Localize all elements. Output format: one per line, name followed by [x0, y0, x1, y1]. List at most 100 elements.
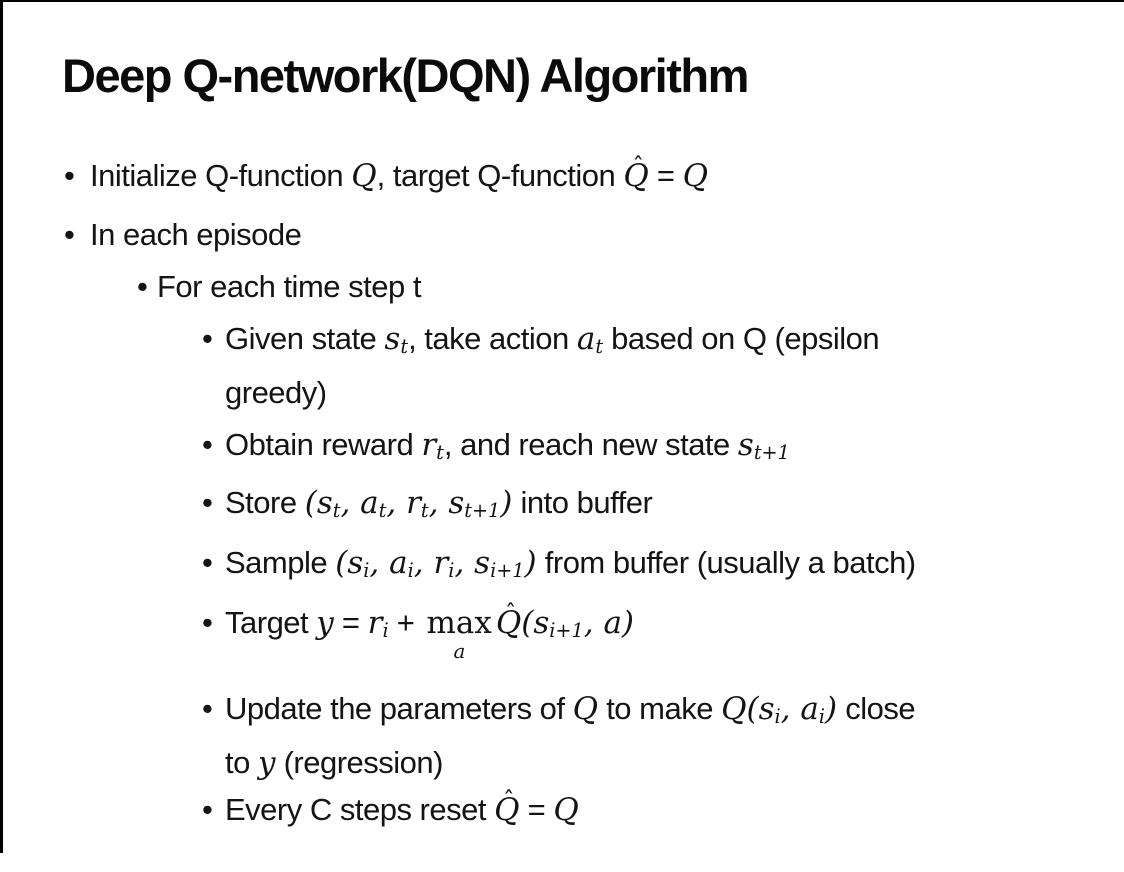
bullet-list: •Initialize Q-function Q, target Q-funct… [64, 153, 1108, 839]
math-text: t [436, 441, 444, 465]
plain-text: In each episode [90, 217, 302, 252]
bullet-text: Sample (si, ai, ri, si+1) from buffer (u… [225, 540, 916, 594]
math-text: r [367, 604, 383, 641]
plain-text: Update the parameters of [225, 690, 573, 726]
plain-text: to make [598, 690, 722, 726]
plain-text: (regression) [275, 744, 444, 780]
math-text: i [382, 619, 389, 643]
slide-title: Deep Q-network(DQN) Algorithm [62, 49, 749, 102]
math-text: Q [553, 791, 579, 828]
math-text: t [378, 499, 387, 523]
math-text: r [421, 427, 437, 464]
plain-text: Initialize Q-function [90, 158, 352, 193]
bullet-item: •Store (st, at, rt, st+1) into buffer [202, 480, 1108, 534]
bullet-marker: • [137, 269, 148, 304]
plain-text: Store [225, 485, 305, 521]
plain-text: Obtain reward [225, 427, 422, 463]
math-text: i [407, 558, 414, 582]
plain-text: = [519, 791, 554, 827]
plain-text: based on Q (epsilon [603, 321, 880, 356]
bullet-item: •Given state st, take action at based on… [202, 316, 1108, 416]
math-text: ) [500, 485, 513, 522]
plain-text: close [837, 690, 916, 726]
plain-text: Sample [225, 544, 336, 580]
math-text: i+1 [549, 619, 584, 643]
math-text: i [818, 704, 826, 728]
bullet-item: •Initialize Q-function Q, target Q-funct… [64, 153, 1108, 199]
plain-text: , take action [408, 321, 577, 356]
math-text: i [774, 704, 781, 728]
math-text: a [576, 321, 596, 357]
plain-text: Every C steps reset [225, 791, 495, 827]
bullet-marker: • [202, 791, 213, 827]
bullet-marker: • [64, 158, 75, 193]
math-text: i [363, 558, 370, 582]
math-text: Q [351, 158, 377, 194]
plain-text: greedy) [225, 375, 327, 411]
bullet-marker: • [202, 690, 213, 726]
math-text: t+1 [464, 499, 501, 523]
math-text: y [257, 744, 276, 781]
bullet-marker: • [202, 427, 213, 463]
bullet-text: Given state st, take action at based on … [225, 316, 880, 416]
math-text: ) [825, 690, 838, 727]
plain-text: = [648, 158, 683, 193]
math-text: s [737, 427, 754, 464]
math-text: Q(s [721, 690, 775, 727]
math-text: , a [369, 544, 408, 581]
plain-text: Target [225, 604, 317, 640]
bullet-marker: • [202, 604, 213, 640]
math-text: , a) [583, 604, 635, 641]
bullet-text: Update the parameters of Q to make Q(si,… [225, 686, 916, 786]
plain-text: = [333, 604, 368, 640]
bullet-marker: • [202, 544, 213, 580]
plain-text: , and reach new state [443, 427, 738, 463]
math-text: , r [386, 485, 421, 522]
math-text: (s [335, 544, 364, 581]
math-text: s [384, 321, 401, 357]
math-text: t+1 [753, 441, 790, 465]
math-text: , r [413, 544, 449, 581]
bullet-text: In each episode [90, 212, 302, 258]
slide-left-border [0, 0, 3, 853]
bullet-text: Store (st, at, rt, st+1) into buffer [225, 480, 653, 534]
bullet-marker: • [202, 485, 213, 521]
bullet-item: • In each episode [64, 212, 1108, 258]
bullet-text: Obtain reward rt, and reach new state st… [225, 422, 790, 476]
math-text: , a [340, 485, 379, 522]
plain-text: , target Q-function [376, 158, 624, 193]
plain-text: + [388, 604, 423, 640]
math-text: , s [454, 544, 491, 581]
bullet-text: Initialize Q-function Q, target Q-functi… [90, 153, 708, 199]
math-text: (s [304, 485, 333, 522]
bullet-item: •Update the parameters of Q to make Q(si… [202, 686, 1108, 786]
math-text: i+1 [490, 558, 525, 582]
math-text: t [332, 499, 341, 523]
plain-text: into buffer [512, 485, 653, 521]
bullet-marker: • [202, 321, 213, 356]
math-text: Q [682, 158, 709, 194]
plain-text: from buffer (usually a batch) [536, 544, 916, 580]
bullet-item: • Obtain reward rt, and reach new state s… [202, 422, 1108, 476]
math-text: (s [521, 604, 550, 641]
math-text: t [595, 335, 604, 359]
plain-text: Given state [225, 321, 385, 356]
math-text: t [400, 335, 409, 359]
math-text: , s [428, 485, 465, 522]
math-text: t [420, 499, 429, 523]
bullet-item: • Sample (si, ai, ri, si+1) from buffer (… [202, 540, 1108, 594]
plain-text: to [225, 744, 258, 780]
math-text: i [448, 558, 455, 582]
bullet-marker: • [64, 217, 75, 252]
math-text: Q [572, 690, 599, 727]
bullet-text: For each time step t [157, 264, 421, 310]
bullet-item: • For each time step t [137, 264, 1108, 310]
math-text: , a [780, 690, 819, 727]
